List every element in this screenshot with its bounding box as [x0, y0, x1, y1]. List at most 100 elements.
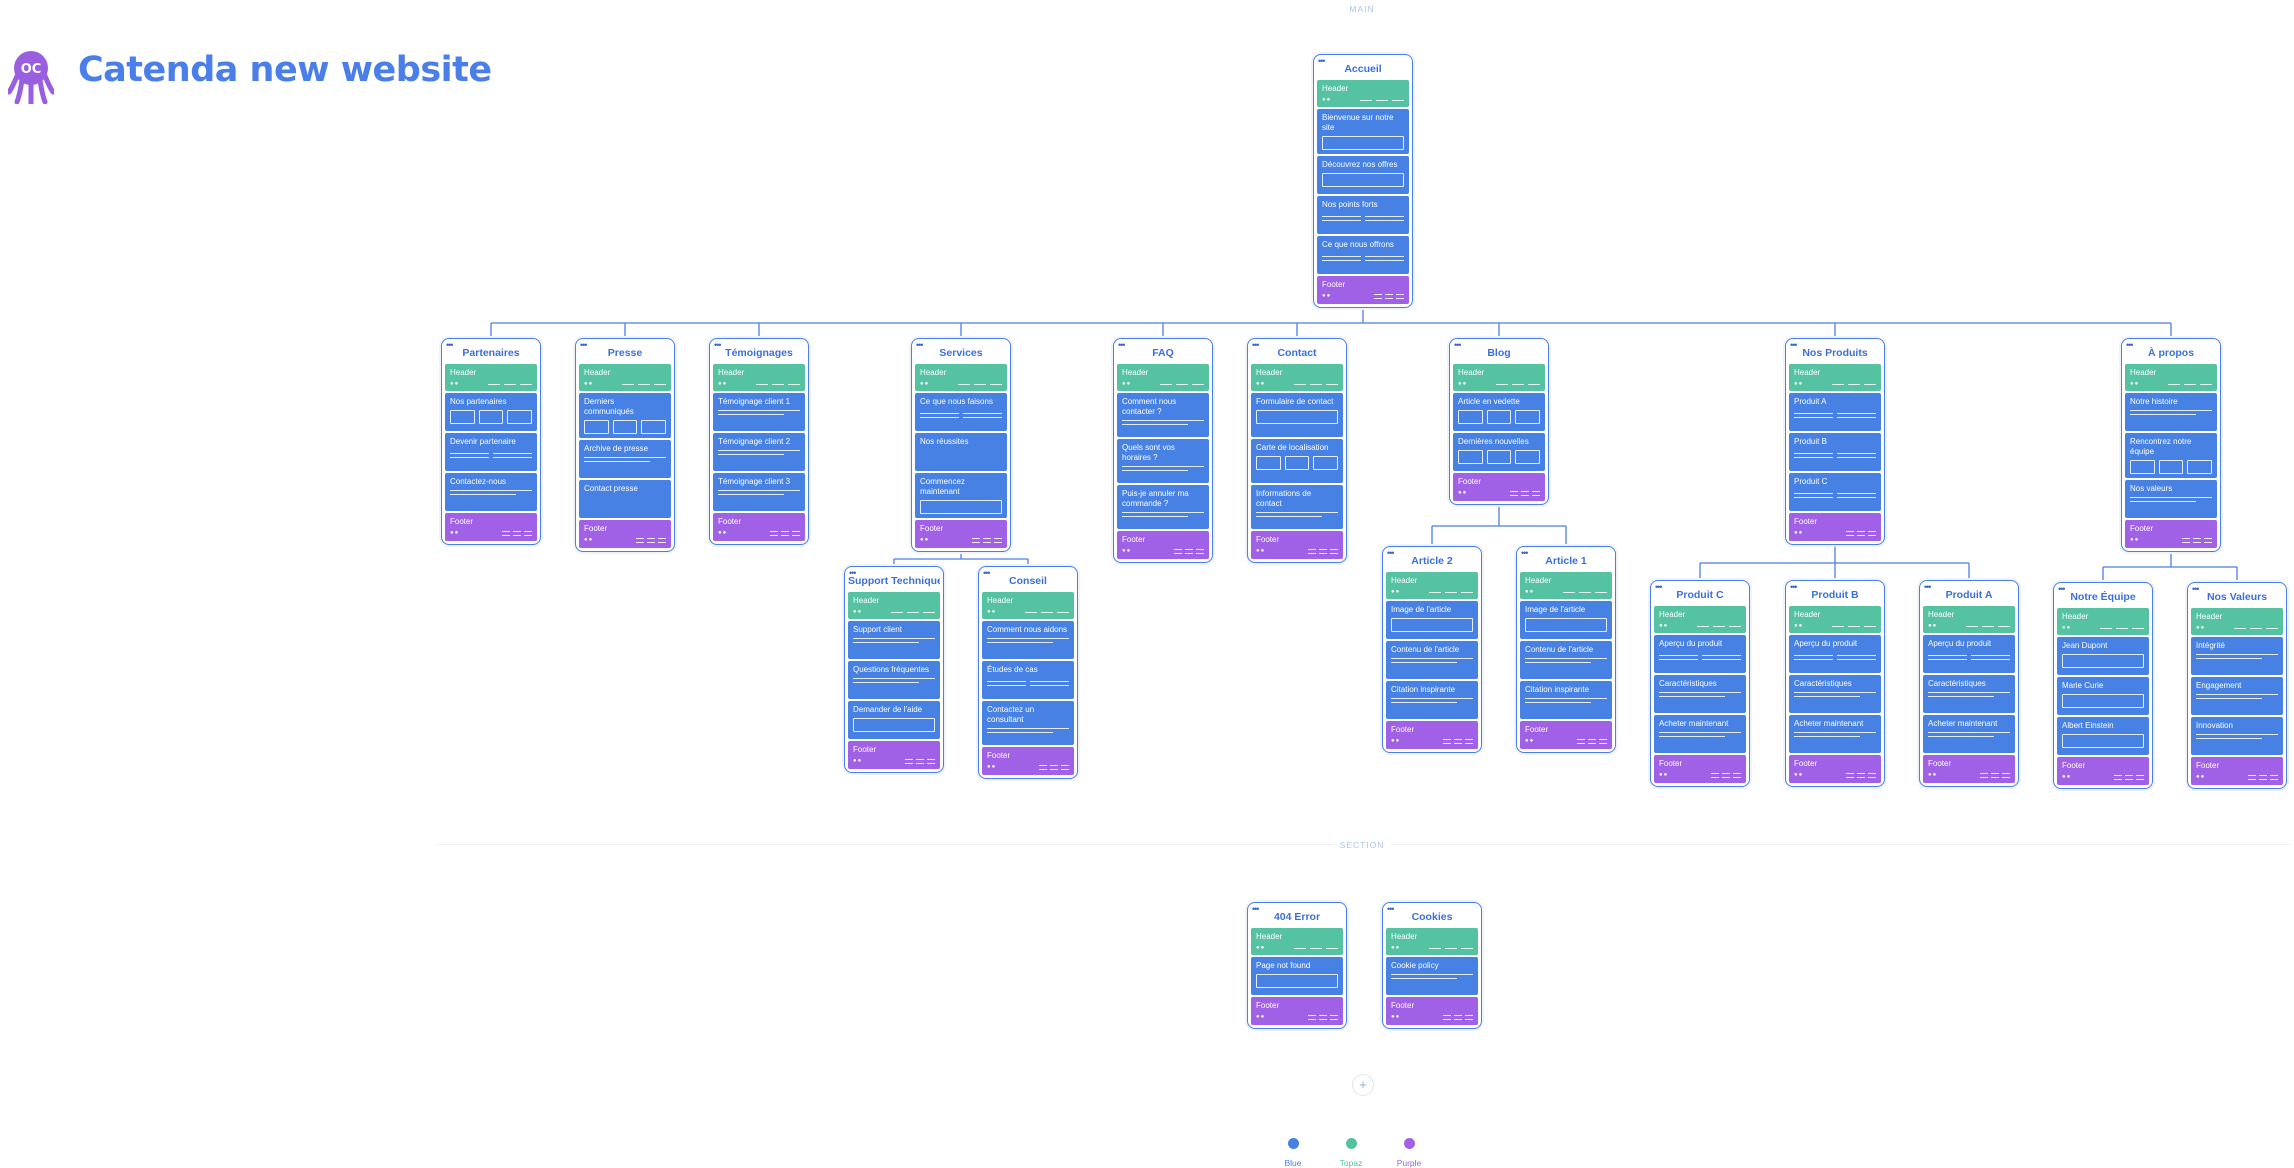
- block-sec[interactable]: Derniers communiqués: [579, 393, 671, 438]
- block-sec[interactable]: Notre histoire: [2125, 393, 2217, 431]
- card-menu-icon[interactable]: •••: [1521, 548, 1529, 558]
- block-ftr[interactable]: Footer●●: [445, 513, 537, 541]
- block-ftr[interactable]: Footer●●: [2125, 520, 2217, 548]
- block-sec[interactable]: Nos partenaires: [445, 393, 537, 431]
- block-ftr[interactable]: Footer●●: [1789, 755, 1881, 783]
- block-hdr[interactable]: Header●●: [1317, 80, 1409, 107]
- block-sec[interactable]: Marie Curie: [2057, 677, 2149, 715]
- block-sec[interactable]: Engagement: [2191, 677, 2283, 715]
- block-hdr[interactable]: Header●●: [2191, 608, 2283, 635]
- block-hdr[interactable]: Header●●: [1251, 364, 1343, 391]
- block-ftr[interactable]: Footer●●: [2191, 757, 2283, 785]
- block-sec[interactable]: Acheter maintenant: [1789, 715, 1881, 753]
- block-sec[interactable]: Aperçu du produit: [1789, 635, 1881, 673]
- block-hdr[interactable]: Header●●: [2057, 608, 2149, 635]
- block-ftr[interactable]: Footer●●: [982, 747, 1074, 775]
- legend-item-topaz[interactable]: Topaz: [1338, 1138, 1364, 1168]
- block-hdr[interactable]: Header●●: [1789, 364, 1881, 391]
- card-menu-icon[interactable]: •••: [1454, 340, 1462, 350]
- block-ftr[interactable]: Footer●●: [1654, 755, 1746, 783]
- card-menu-icon[interactable]: •••: [580, 340, 588, 350]
- block-sec[interactable]: Contact presse: [579, 480, 671, 518]
- block-sec[interactable]: Comment nous contacter ?: [1117, 393, 1209, 437]
- block-hdr[interactable]: Header●●: [2125, 364, 2217, 391]
- block-hdr[interactable]: Header●●: [1520, 572, 1612, 599]
- block-sec[interactable]: Produit C: [1789, 473, 1881, 511]
- block-sec[interactable]: Support client: [848, 621, 940, 659]
- add-page-button[interactable]: +: [1352, 1074, 1374, 1096]
- block-sec[interactable]: Bienvenue sur notre site: [1317, 109, 1409, 154]
- card-menu-icon[interactable]: •••: [1790, 582, 1798, 592]
- card-menu-icon[interactable]: •••: [916, 340, 924, 350]
- card-menu-icon[interactable]: •••: [1318, 56, 1326, 66]
- block-sec[interactable]: Dernières nouvelles: [1453, 433, 1545, 471]
- block-sec[interactable]: Contenu de l'article: [1386, 641, 1478, 679]
- block-ftr[interactable]: Footer●●: [713, 513, 805, 541]
- block-sec[interactable]: Questions fréquentes: [848, 661, 940, 699]
- block-hdr[interactable]: Header●●: [1117, 364, 1209, 391]
- block-sec[interactable]: Produit B: [1789, 433, 1881, 471]
- block-sec[interactable]: Ce que nous offrons: [1317, 236, 1409, 274]
- block-sec[interactable]: Contenu de l'article: [1520, 641, 1612, 679]
- block-sec[interactable]: Demander de l'aide: [848, 701, 940, 739]
- block-sec[interactable]: Ce que nous faisons: [915, 393, 1007, 431]
- block-sec[interactable]: Image de l'article: [1520, 601, 1612, 639]
- card-menu-icon[interactable]: •••: [1387, 548, 1395, 558]
- block-hdr[interactable]: Header●●: [915, 364, 1007, 391]
- card-menu-icon[interactable]: •••: [1655, 582, 1663, 592]
- block-sec[interactable]: Caractéristiques: [1789, 675, 1881, 713]
- block-hdr[interactable]: Header●●: [982, 592, 1074, 619]
- block-sec[interactable]: Aperçu du produit: [1654, 635, 1746, 673]
- block-sec[interactable]: Acheter maintenant: [1654, 715, 1746, 753]
- block-sec[interactable]: Devenir partenaire: [445, 433, 537, 471]
- block-sec[interactable]: Citation inspirante: [1386, 681, 1478, 719]
- block-ftr[interactable]: Footer●●: [1520, 721, 1612, 749]
- block-hdr[interactable]: Header●●: [1386, 928, 1478, 955]
- card-menu-icon[interactable]: •••: [2126, 340, 2134, 350]
- block-sec[interactable]: Cookie policy: [1386, 957, 1478, 995]
- block-sec[interactable]: Rencontrez notre équipe: [2125, 433, 2217, 478]
- card-menu-icon[interactable]: •••: [2192, 584, 2200, 594]
- block-ftr[interactable]: Footer●●: [1117, 531, 1209, 559]
- block-ftr[interactable]: Footer●●: [1923, 755, 2015, 783]
- block-hdr[interactable]: Header●●: [1789, 606, 1881, 633]
- block-hdr[interactable]: Header●●: [1654, 606, 1746, 633]
- block-sec[interactable]: Nos réussites: [915, 433, 1007, 471]
- block-sec[interactable]: Puis-je annuler ma commande ?: [1117, 485, 1209, 529]
- block-hdr[interactable]: Header●●: [1386, 572, 1478, 599]
- block-hdr[interactable]: Header●●: [579, 364, 671, 391]
- block-hdr[interactable]: Header●●: [445, 364, 537, 391]
- block-sec[interactable]: Découvrez nos offres: [1317, 156, 1409, 194]
- block-ftr[interactable]: Footer●●: [915, 520, 1007, 548]
- block-sec[interactable]: Innovation: [2191, 717, 2283, 755]
- block-hdr[interactable]: Header●●: [1251, 928, 1343, 955]
- block-sec[interactable]: Citation inspirante: [1520, 681, 1612, 719]
- block-ftr[interactable]: Footer●●: [1317, 276, 1409, 304]
- block-sec[interactable]: Formulaire de contact: [1251, 393, 1343, 437]
- block-ftr[interactable]: Footer●●: [1251, 997, 1343, 1025]
- block-ftr[interactable]: Footer●●: [1789, 513, 1881, 541]
- block-sec[interactable]: Informations de contact: [1251, 485, 1343, 529]
- card-menu-icon[interactable]: •••: [849, 568, 857, 578]
- block-sec[interactable]: Contactez un consultant: [982, 701, 1074, 745]
- block-sec[interactable]: Aperçu du produit: [1923, 635, 2015, 673]
- block-sec[interactable]: Image de l'article: [1386, 601, 1478, 639]
- block-sec[interactable]: Nos valeurs: [2125, 480, 2217, 518]
- block-ftr[interactable]: Footer●●: [1386, 997, 1478, 1025]
- block-hdr[interactable]: Header●●: [1453, 364, 1545, 391]
